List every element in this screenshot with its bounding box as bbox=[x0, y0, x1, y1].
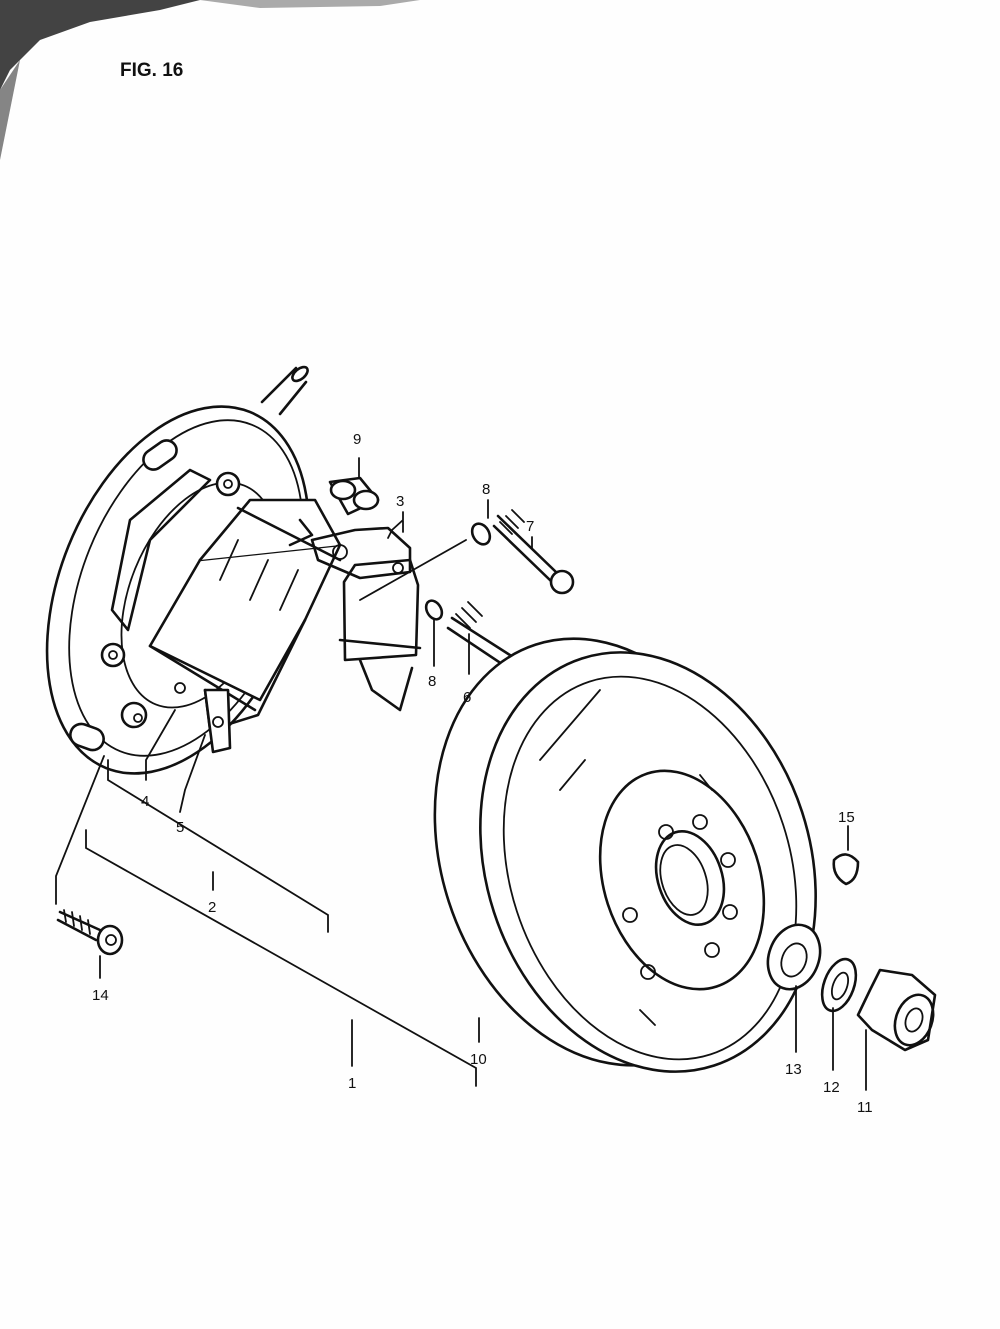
hub-fasteners bbox=[766, 853, 937, 1052]
callout-4: 4 bbox=[141, 793, 149, 810]
callout-8-lower: 8 bbox=[428, 673, 436, 690]
callout-6: 6 bbox=[463, 689, 471, 706]
callout-2: 2 bbox=[208, 899, 216, 916]
callout-12: 12 bbox=[823, 1079, 840, 1096]
callout-1: 1 bbox=[348, 1075, 356, 1092]
callout-14: 14 bbox=[92, 987, 109, 1004]
callout-13: 13 bbox=[785, 1061, 802, 1078]
ignition-coil-part bbox=[310, 476, 422, 712]
callout-8-upper: 8 bbox=[482, 481, 490, 498]
figure-title: FIG. 16 bbox=[120, 60, 183, 81]
callout-10: 10 bbox=[470, 1051, 487, 1068]
callout-5: 5 bbox=[176, 819, 184, 836]
flywheel-rotor bbox=[433, 637, 817, 1073]
leader-lines bbox=[55, 457, 867, 1091]
callout-3: 3 bbox=[396, 493, 404, 510]
callout-numbers: 9 3 8 7 8 6 4 5 2 14 1 10 15 13 12 11 bbox=[92, 431, 873, 1116]
scan-noise bbox=[0, 0, 420, 160]
callout-9: 9 bbox=[353, 431, 361, 448]
callout-11: 11 bbox=[857, 1099, 873, 1116]
stator-screw bbox=[56, 909, 124, 956]
coil-assembly bbox=[148, 498, 342, 754]
callout-15: 15 bbox=[838, 809, 855, 826]
callout-7: 7 bbox=[526, 518, 534, 535]
